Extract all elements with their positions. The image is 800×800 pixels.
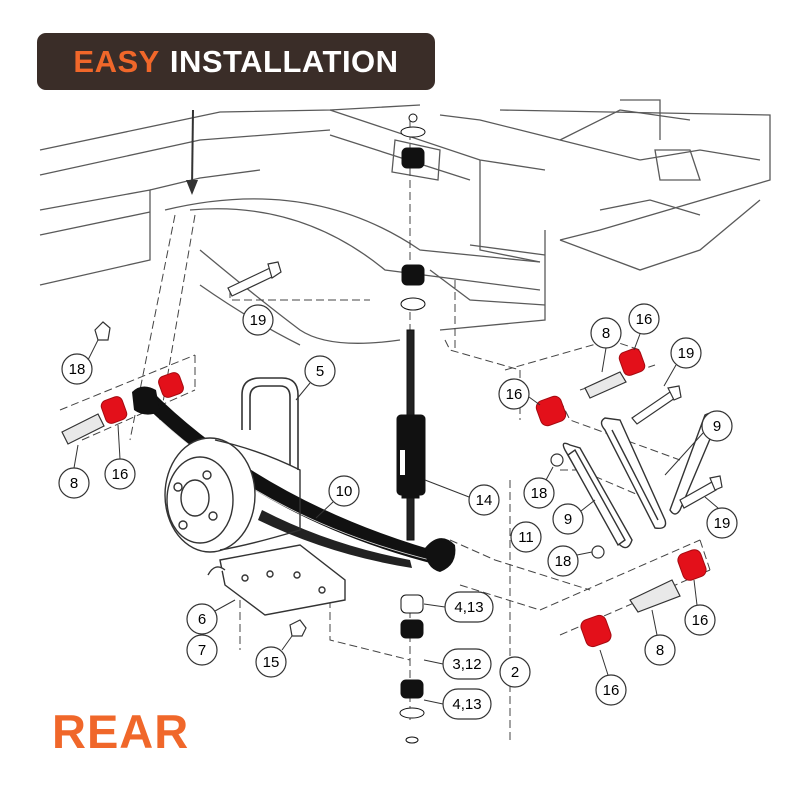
- upper-shock-mounts: [400, 113, 426, 311]
- svg-text:16: 16: [692, 612, 709, 629]
- callout-10: 10: [328, 475, 360, 507]
- callout-leaders: [73, 333, 719, 705]
- easy-installation-banner: EASY INSTALLATION: [37, 33, 435, 90]
- callout-18-lower-right: 18: [547, 545, 579, 577]
- svg-text:19: 19: [678, 345, 695, 362]
- arrow-down-icon: [186, 109, 198, 195]
- callout-16-mid-right: 16: [498, 378, 530, 410]
- callout-19-upper-right: 19: [670, 337, 702, 369]
- svg-text:6: 6: [198, 611, 206, 628]
- callout-16-upper-right: 16: [628, 303, 660, 335]
- callout-11: 11: [510, 521, 542, 553]
- shock-absorber: [396, 329, 426, 541]
- svg-text:15: 15: [263, 654, 280, 671]
- rear-label: REAR: [52, 705, 190, 758]
- svg-text:14: 14: [476, 492, 493, 509]
- svg-text:8: 8: [70, 475, 78, 492]
- svg-text:8: 8: [602, 325, 610, 342]
- svg-text:10: 10: [336, 483, 353, 500]
- callout-8-upper-right: 8: [590, 317, 622, 349]
- callout-8-lower-right: 8: [644, 634, 676, 666]
- svg-text:16: 16: [636, 311, 653, 328]
- callout-8-left: 8: [58, 467, 90, 499]
- callout-16-left: 16: [104, 458, 136, 490]
- callout-3-12: 3,12: [442, 648, 492, 680]
- callout-9-mid: 9: [552, 503, 584, 535]
- chassis-frame: [39, 99, 771, 346]
- svg-text:11: 11: [518, 529, 534, 546]
- banner-word-easy: EASY: [73, 43, 160, 79]
- svg-text:4,13: 4,13: [454, 599, 483, 616]
- axle-hub: [164, 437, 301, 553]
- red-bushings: [100, 348, 707, 648]
- svg-text:16: 16: [506, 386, 523, 403]
- bolts: [227, 261, 723, 509]
- shackle-plates: [562, 412, 719, 549]
- callout-14: 14: [468, 484, 500, 516]
- spring-plate: [207, 544, 346, 616]
- callout-18-left: 18: [61, 353, 93, 385]
- u-bolt: [241, 377, 299, 470]
- callout-9-right: 9: [701, 410, 733, 442]
- callout-4-13-upper: 4,13: [444, 591, 494, 623]
- bushing-sleeves: [61, 371, 681, 613]
- svg-text:8: 8: [656, 642, 664, 659]
- svg-text:9: 9: [564, 511, 572, 528]
- svg-text:4,13: 4,13: [452, 696, 481, 713]
- callout-16-far-right: 16: [684, 604, 716, 636]
- svg-text:5: 5: [316, 363, 324, 380]
- callout-7: 7: [186, 634, 218, 666]
- svg-text:19: 19: [250, 312, 267, 329]
- svg-text:7: 7: [198, 642, 206, 659]
- svg-text:18: 18: [69, 361, 86, 378]
- callout-5: 5: [304, 355, 336, 387]
- svg-text:2: 2: [511, 664, 519, 681]
- lower-shock-mounts: [399, 594, 425, 744]
- leaf-spring: [132, 386, 456, 572]
- svg-text:16: 16: [603, 682, 620, 699]
- banner-word-installation: INSTALLATION: [169, 43, 399, 79]
- callout-15: 15: [255, 646, 287, 678]
- callout-16-bottom-right: 16: [595, 674, 627, 706]
- callout-4-13-lower: 4,13: [442, 688, 492, 720]
- callout-19-left: 19: [242, 304, 274, 336]
- svg-text:3,12: 3,12: [452, 656, 481, 673]
- svg-text:18: 18: [531, 485, 548, 502]
- svg-text:19: 19: [714, 515, 731, 532]
- callout-18-mid-right: 18: [523, 477, 555, 509]
- callout-6: 6: [186, 603, 218, 635]
- callout-2: 2: [499, 656, 531, 688]
- callout-19-lower-right: 19: [706, 507, 738, 539]
- svg-text:16: 16: [112, 466, 129, 483]
- nuts: [94, 321, 605, 637]
- svg-text:18: 18: [555, 553, 572, 570]
- svg-text:9: 9: [713, 418, 721, 435]
